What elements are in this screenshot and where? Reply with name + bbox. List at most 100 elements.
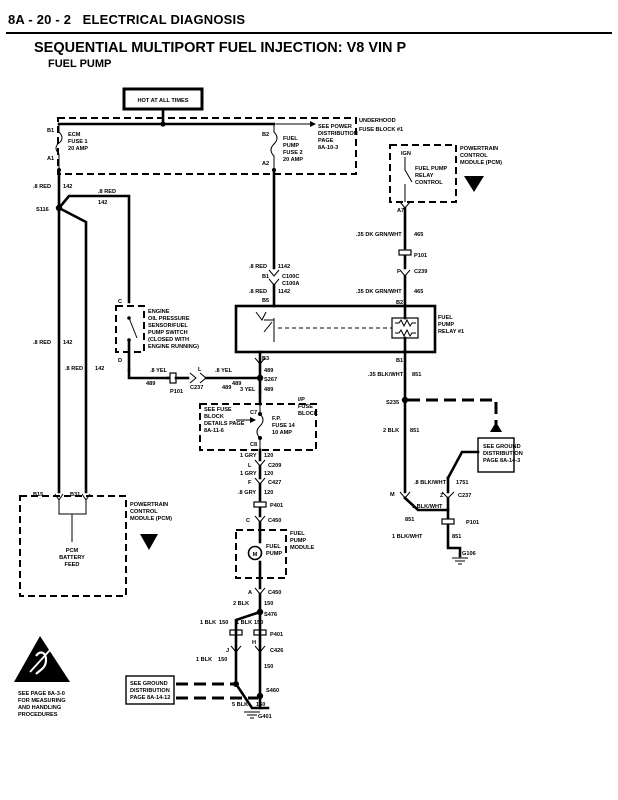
pin-c-oil: C [118,299,122,305]
ground-page-right: PAGE 8A-14-3 [483,458,520,464]
splice-s267: S267 [264,377,277,383]
circuit-489-1: 489 [146,381,155,387]
connector-c426: C426 [270,648,283,654]
hot-at-all-times-label: HOT AT ALL TIMES [138,98,189,104]
section-name: ELECTRICAL DIAGNOSIS [82,12,246,27]
pcm-left-label-1: POWERTRAIN [130,502,168,508]
esd-note-4: PROCEDURES [18,712,58,718]
relay-label-2: PUMP [438,322,454,328]
ip-fuse-block: SEE FUSE BLOCK DETAILS PAGE 8A-11-6 C7 C… [199,397,318,451]
wire-label-489-1: .8 YEL [150,368,168,374]
pin-b2-relay: B2 [396,300,403,306]
wire-465-851-circuit: .35 DK GRN/WHT 465 P101 F C239 .35 DK GR… [356,206,523,565]
pcm-relay-label-2: RELAY [415,173,434,179]
ecm-fuse: B1 A1 ECM FUSE 1 20 AMP [47,124,88,172]
oil-switch-label-3: SENSOR/FUEL [148,323,188,329]
wire-label-120-2: 1 GRY [240,471,257,477]
relay-label-1: FUEL [438,315,453,321]
distribution-label: DISTRIBUTION [318,131,358,137]
relay-label-3: RELAY #1 [438,329,464,335]
esd-icon-small-left [140,534,158,550]
wire-150-ground-circuit: A C450 2 BLK 150 S476 1 BLK 150 1 BLK 15… [125,576,283,720]
fp-fuse-14-rating: 10 AMP [272,430,292,436]
circuit-851-2: 851 [410,428,419,434]
esd-note-1: SEE PAGE 8A-3-0 [18,691,65,697]
pcm-battery-feed-2: BATTERY [59,555,85,561]
ip-see-2: BLOCK [204,414,224,420]
ecm-fuse-number: FUSE 1 [68,139,88,145]
circuit-150-3: 150 [254,620,263,626]
circuit-150-2: 150 [219,620,228,626]
connector-p101-left: P101 [170,389,183,395]
splice-s476: S476 [264,612,277,618]
circuit-120-2: 120 [264,471,273,477]
wire-label-08-red-2: .8 RED [98,189,116,195]
esd-note-2: FOR MEASURING [18,698,66,704]
ecm-fuse-rating: 20 AMP [68,146,88,152]
fp-fuse-pump: PUMP [283,143,299,149]
ecm-fuse-label: ECM [68,132,81,138]
connector-c237-left: C237 [190,385,203,391]
pcm-battery-feed-1: PCM [66,548,79,554]
connector-c239: C239 [414,269,427,275]
circuit-142-4: 142 [95,366,104,372]
esd-note-3: AND HANDLING [18,705,61,711]
wire-142-circuit: .8 RED 142 .8 RED 142 S116 .8 RED 142 .8… [33,170,131,494]
ign-label: IGN [401,151,411,157]
pin-c7: C7 [250,410,257,416]
pump-motor-icon [247,545,263,561]
diagram-subtitle: FUEL PUMP [48,58,112,70]
pcm-battery-feed-3: FEED [65,562,80,568]
pin-f-c239: F [397,269,401,275]
fuel-pump-label-1: FUEL [266,544,281,550]
pin-b31: B31 [70,492,80,498]
wire-label-1142-1: .8 RED [249,264,267,270]
ip-block-label-2: FUSE [298,404,313,410]
pcm-left-label-2: CONTROL [130,509,158,515]
pcm-relay-label-1: FUEL PUMP [415,166,447,172]
pcm-left-label-3: MODULE (PCM) [130,516,172,522]
wire-label-1142-2: .8 RED [249,289,267,295]
pump-module-label-1: FUEL [290,531,305,537]
pin-l-c209: L [248,463,252,469]
wire-label-489-3: 3 YEL [240,387,256,393]
oil-switch-label-1: ENGINE [148,309,170,315]
pcm-top-label-2: CONTROL [460,153,488,159]
pin-b15: B15 [33,492,43,498]
fp-fuse-14-label: F.P. [272,416,281,422]
wire-label-150-6: 5 BLK [232,702,248,708]
pin-c-c450: C [246,518,250,524]
pin-a1-ecm: A1 [47,156,54,162]
circuit-1142-1: 1142 [278,264,290,270]
fp-fuse-fuel: FUEL [283,136,298,142]
splice-s116: S116 [36,207,49,213]
page-ref-8a-10-3: 8A-10-3 [318,145,338,151]
connector-c209: C209 [268,463,281,469]
pin-a2-fuse: A2 [262,161,269,167]
pin-z: Z [440,493,444,499]
wire-120-circuit: 1 GRY 120 L C209 1 GRY 120 F C427 .8 GRY… [238,448,283,524]
circuit-465-1: 465 [414,232,423,238]
connector-c427: C427 [268,480,281,486]
connector-p401-top: P401 [270,503,283,509]
fuel-pump-relay: FUEL PUMP RELAY #1 B2 B1 B3 [234,300,464,364]
pin-b2-fuse: B2 [262,132,269,138]
circuit-142-2: 142 [98,200,107,206]
ip-see-1: SEE FUSE [204,407,232,413]
fuel-pump-fuse-2: B2 A2 FUEL PUMP FUSE 2 20 AMP [262,124,303,172]
ip-block-label-3: BLOCK [298,411,318,417]
wire-label-120-1: 1 GRY [240,453,257,459]
pin-d-oil: D [118,358,122,364]
oil-switch-label-6: ENGINE RUNNING) [148,344,199,350]
wire-label-851-4: 1 BLK/WHT [392,534,423,540]
wire-489-circuit: .8 YEL 489 L .8 YEL 489 S267 489 C237 48… [146,350,277,406]
circuit-120-3: 120 [264,490,273,496]
fp-fuse-number: FUSE 2 [283,150,303,156]
ground-see-left: SEE GROUND [130,681,168,687]
ip-see-4: 8A-11-6 [204,428,224,434]
underhood-label: UNDERHOOD [359,118,396,124]
pin-l-489: L [198,367,202,373]
pin-a-c450: A [248,590,252,596]
wire-label-489-2: .8 YEL [215,368,233,374]
circuit-150-5: 150 [264,664,273,670]
